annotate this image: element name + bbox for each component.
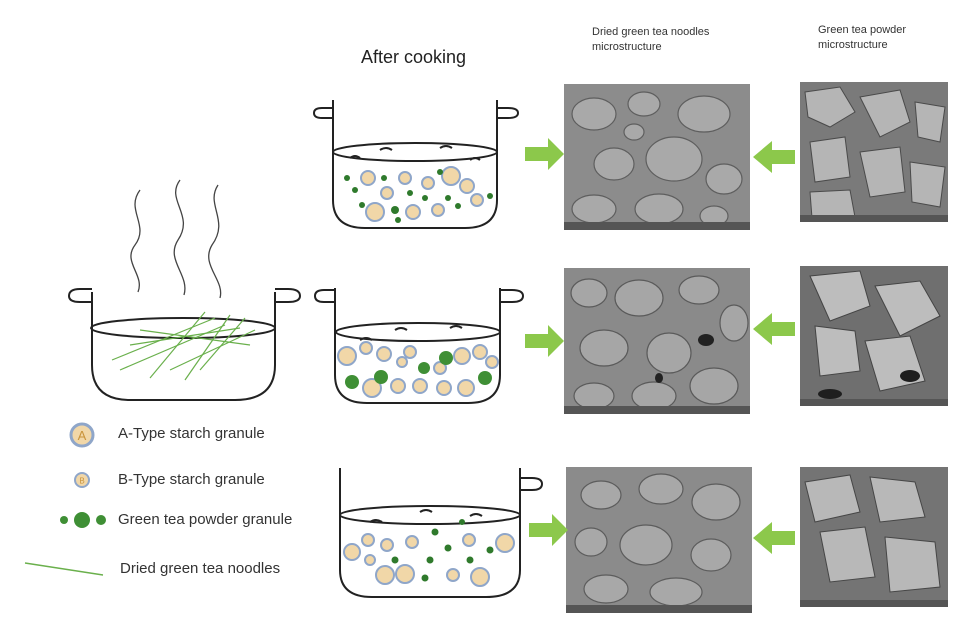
- legend-a-type-label: A-Type starch granule: [118, 425, 265, 442]
- sem-powder-2-texture: [800, 266, 948, 406]
- legend-a-type-icon: A: [69, 422, 95, 448]
- legend-b-type-icon: B: [74, 472, 90, 488]
- legend-green-tea-label: Green tea powder granule: [118, 511, 293, 528]
- granules-pot-middle: [337, 341, 499, 398]
- sem-noodles-3-texture: [566, 467, 752, 613]
- legend-a-letter: A: [78, 428, 87, 443]
- legend-b-type-label: B-Type starch granule: [118, 471, 265, 488]
- sem-noodles-1: [564, 84, 750, 230]
- noodles-header-line2: microstructure: [592, 41, 662, 53]
- arrows-from-powder: [753, 141, 795, 554]
- pot-bottom: [339, 468, 544, 598]
- legend-b-letter: B: [79, 477, 84, 486]
- sem-noodles-2-texture: [564, 268, 750, 414]
- arrows-to-noodles: [525, 138, 568, 546]
- sem-noodles-3: [566, 467, 752, 613]
- noodles-microstructure-header: Dried green tea noodles microstructure: [592, 25, 709, 55]
- sem-powder-3: [800, 467, 948, 607]
- powder-header-line2: microstructure: [818, 39, 888, 51]
- noodle-strands: [111, 311, 256, 381]
- pot-top: [313, 100, 520, 229]
- after-cooking-title: After cooking: [361, 47, 467, 67]
- noodles-header-line1: Dried green tea noodles: [592, 26, 710, 38]
- legend-green-tea-icon: [60, 512, 106, 528]
- legend-noodles-label: Dried green tea noodles: [120, 560, 281, 577]
- sem-noodles-1-texture: [564, 84, 750, 230]
- powder-header-line1: Green tea powder: [818, 24, 907, 36]
- legend-noodle-icon: [24, 562, 104, 576]
- sem-powder-3-texture: [800, 467, 948, 607]
- sem-powder-1: [800, 82, 948, 222]
- pot-middle: [314, 288, 525, 404]
- sem-noodles-2: [564, 268, 750, 414]
- granules-pot-bottom: [343, 519, 515, 587]
- cooking-pot-large: [68, 288, 302, 401]
- sem-powder-2: [800, 266, 948, 406]
- sem-powder-1-texture: [800, 82, 948, 222]
- granules-pot-top: [344, 166, 493, 223]
- steam-lines: [130, 179, 222, 299]
- powder-microstructure-header: Green tea powder microstructure: [818, 23, 906, 53]
